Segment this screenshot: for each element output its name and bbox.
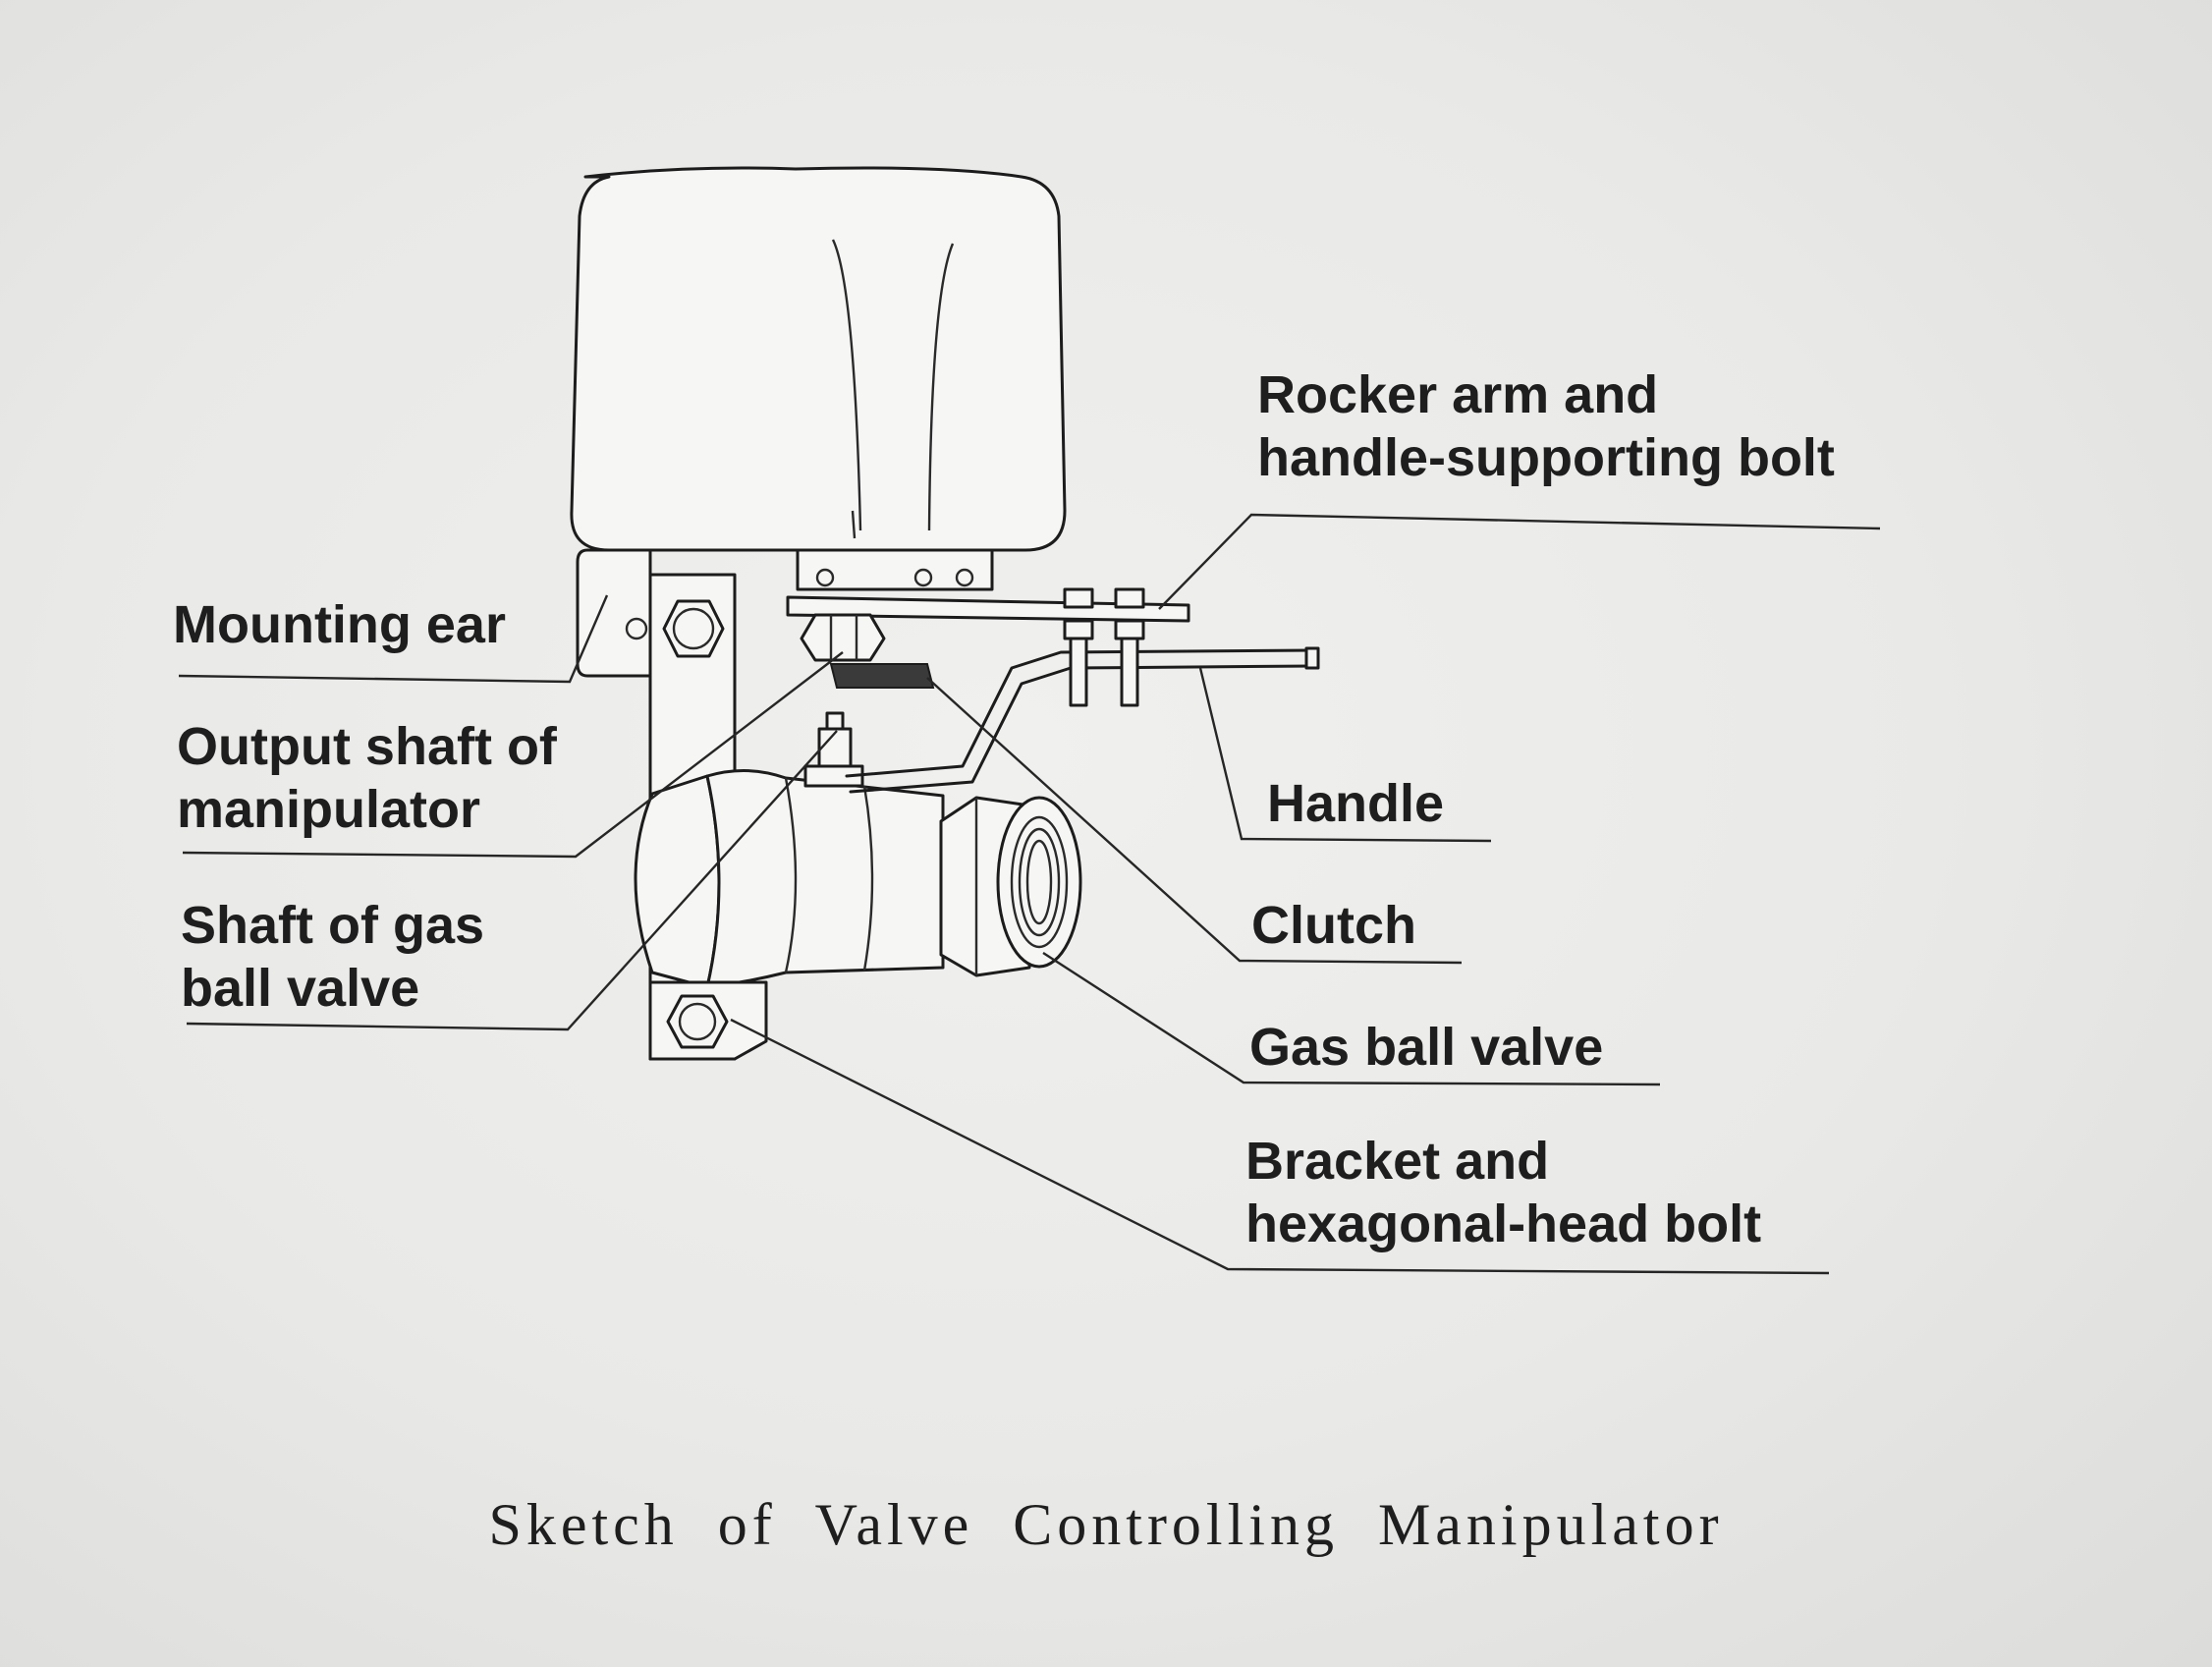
label-valve-shaft-line1: Shaft of gas — [181, 896, 485, 955]
leader-bracket — [730, 1018, 1830, 1275]
leader-valve-shaft — [186, 730, 838, 1031]
handle — [845, 646, 1320, 794]
label-rocker-arm-line1: Rocker arm and — [1257, 365, 1659, 424]
label-clutch-text: Clutch — [1251, 896, 1416, 955]
label-gas-ball-valve: Gas ball valve — [1249, 1016, 1603, 1079]
leader-rocker-arm — [1158, 513, 1881, 610]
label-output-shaft-line1: Output shaft of — [177, 717, 557, 776]
label-bracket-line1: Bracket and — [1245, 1132, 1550, 1191]
leader-clutch — [926, 677, 1463, 965]
label-output-shaft-line2: manipulator — [177, 780, 481, 839]
label-gas-ball-valve-text: Gas ball valve — [1249, 1018, 1604, 1077]
actuator-housing — [570, 166, 1067, 591]
label-bracket-line2: hexagonal-head bolt — [1245, 1195, 1762, 1253]
clutch — [829, 663, 935, 689]
label-clutch: Clutch — [1251, 894, 1416, 957]
valve-shaft — [803, 711, 864, 788]
gas-ball-valve-body — [634, 769, 1082, 989]
label-handle: Handle — [1267, 772, 1444, 835]
label-rocker-arm-line2: handle-supporting bolt — [1257, 428, 1835, 487]
label-valve-shaft-line2: ball valve — [181, 959, 420, 1018]
figure-caption: Sketch of Valve Controlling Manipulator — [488, 1492, 1724, 1557]
label-valve-shaft: Shaft of gas ball valve — [181, 894, 484, 1020]
handle-supporting-bolts — [1063, 587, 1145, 707]
label-rocker-arm: Rocker arm and handle-supporting bolt — [1257, 363, 1835, 489]
leader-handle — [1198, 667, 1492, 843]
label-bracket: Bracket and hexagonal-head bolt — [1245, 1130, 1761, 1255]
leader-output-shaft — [182, 651, 844, 859]
leader-gas-ball-valve — [1042, 951, 1661, 1086]
label-handle-text: Handle — [1267, 774, 1445, 833]
label-mounting-ear-text: Mounting ear — [173, 595, 506, 654]
leader-mounting-ear — [178, 594, 609, 684]
mounting-ear — [576, 548, 652, 678]
label-output-shaft: Output shaft of manipulator — [177, 715, 557, 841]
lower-bracket — [648, 980, 768, 1061]
label-mounting-ear: Mounting ear — [173, 593, 506, 656]
upper-hex-bolt — [662, 599, 725, 658]
